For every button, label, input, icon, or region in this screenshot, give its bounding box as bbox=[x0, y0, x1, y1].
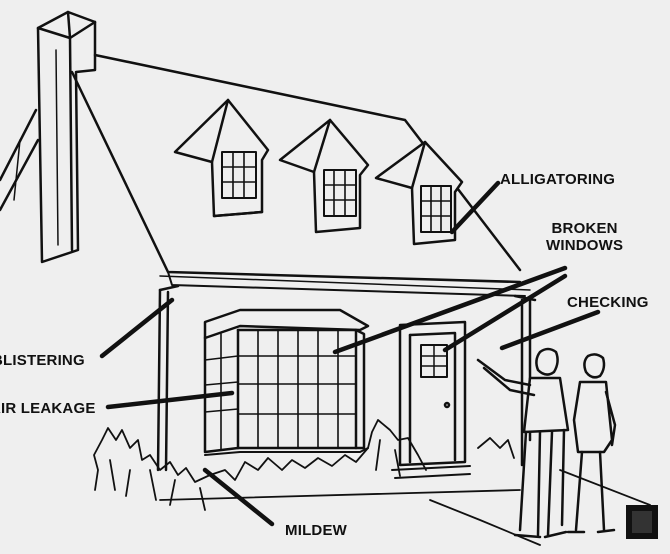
label-blistering: BLISTERING bbox=[0, 352, 85, 369]
woman-figure bbox=[568, 354, 615, 532]
chimney bbox=[38, 12, 95, 262]
label-checking: CHECKING bbox=[567, 294, 649, 311]
label-broken-windows: BROKEN WINDOWS bbox=[546, 220, 623, 254]
label-mildew: MILDEW bbox=[285, 522, 347, 539]
dormer-middle bbox=[280, 120, 368, 232]
label-alligatoring: ALLIGATORING bbox=[500, 171, 615, 188]
label-broken-windows-line1: BROKEN bbox=[546, 220, 623, 237]
main-roof bbox=[72, 55, 530, 296]
bay-window bbox=[205, 310, 368, 455]
dormer-left bbox=[175, 100, 268, 216]
leader-checking bbox=[502, 312, 598, 348]
label-air-leakage: AIR LEAKAGE bbox=[0, 400, 96, 417]
left-wall-edge bbox=[0, 110, 38, 210]
leader-blistering bbox=[102, 300, 172, 356]
dormer-right bbox=[376, 142, 462, 244]
label-broken-windows-line2: WINDOWS bbox=[546, 237, 623, 254]
leader-air-leakage bbox=[108, 393, 232, 407]
front-door bbox=[392, 322, 470, 478]
downspout-left bbox=[158, 286, 178, 470]
